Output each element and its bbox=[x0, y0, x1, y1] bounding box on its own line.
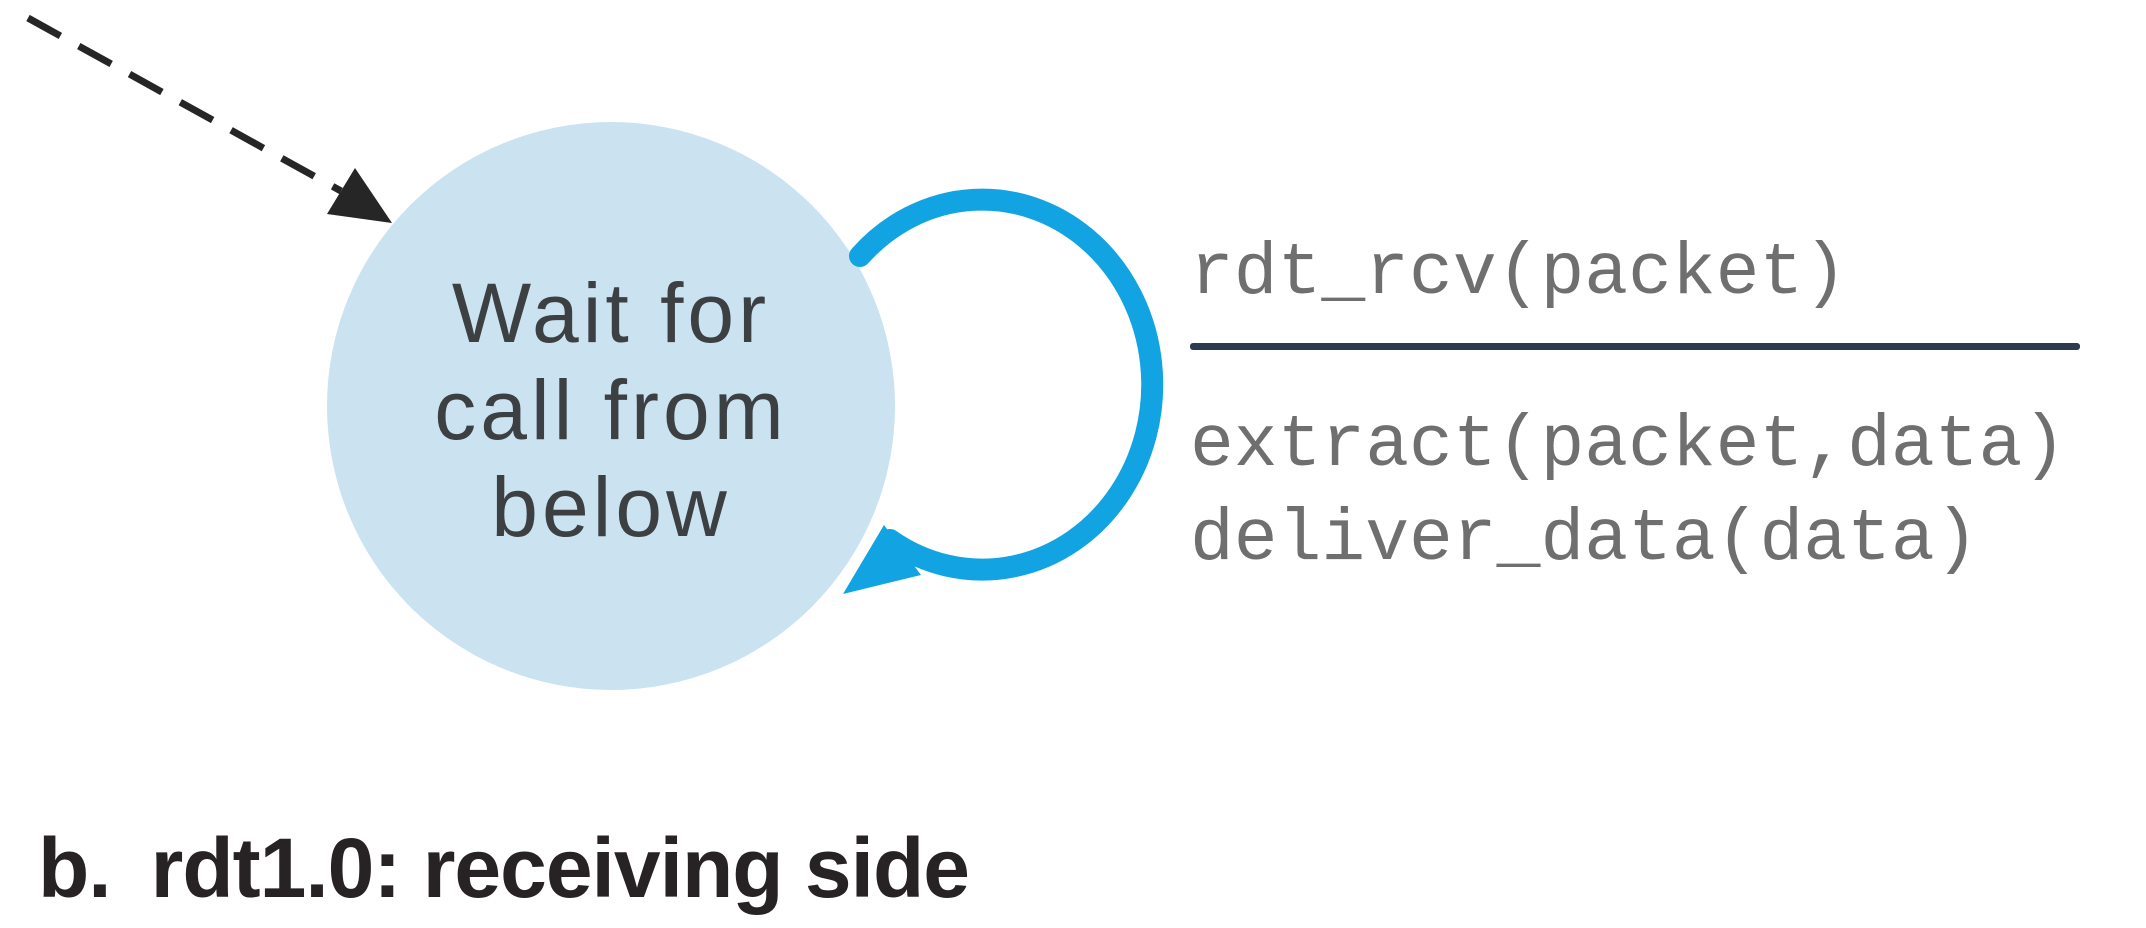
state-label: Wait for call from below bbox=[311, 265, 911, 556]
initial-state-dashed-arrow bbox=[26, 14, 343, 195]
state-circle bbox=[327, 122, 895, 690]
transition-action: deliver_data(data) bbox=[1190, 498, 1979, 581]
state-label-line: below bbox=[491, 460, 731, 554]
self-loop-arrow bbox=[849, 188, 1164, 581]
state-label-line: Wait for bbox=[451, 266, 771, 360]
transition-divider bbox=[1190, 343, 2080, 350]
initial-state-arrowhead-icon bbox=[327, 168, 392, 223]
caption-index: b. bbox=[38, 821, 112, 915]
caption-text: rdt1.0: receiving side bbox=[150, 821, 970, 915]
state-label-line: call from bbox=[434, 363, 788, 457]
transition-action: extract(packet,data) bbox=[1190, 404, 2067, 487]
transition-event: rdt_rcv(packet) bbox=[1190, 232, 1848, 315]
self-loop-arrowhead-icon bbox=[843, 525, 921, 594]
figure-caption: b. rdt1.0: receiving side bbox=[38, 821, 970, 915]
